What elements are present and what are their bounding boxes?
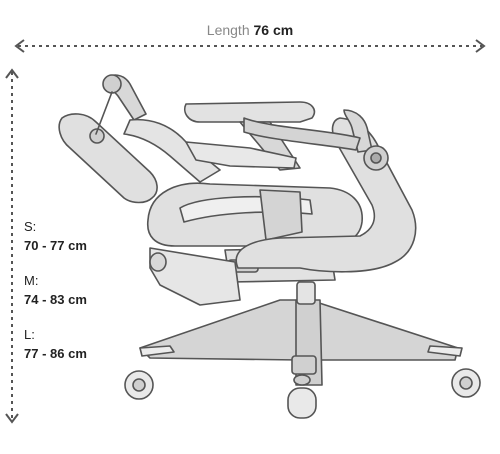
size-s-range: 70 - 77 cm: [24, 238, 87, 253]
size-m-name: M:: [24, 273, 39, 288]
size-m-range: 74 - 83 cm: [24, 292, 87, 307]
size-l-name: L:: [24, 327, 35, 342]
size-s-name: S:: [24, 219, 37, 234]
chair-drawing: [58, 74, 481, 419]
length-arrow: [14, 39, 486, 53]
length-value: 76 cm: [253, 22, 294, 38]
size-l-range: 77 - 86 cm: [24, 346, 87, 361]
size-m: M: 74 - 83 cm: [24, 271, 87, 309]
height-arrow: [5, 68, 19, 424]
size-s: S: 70 - 77 cm: [24, 217, 87, 255]
size-l: L: 77 - 86 cm: [24, 325, 87, 363]
length-label: Length 76 cm: [0, 22, 500, 38]
length-label-text: Length: [206, 22, 250, 38]
